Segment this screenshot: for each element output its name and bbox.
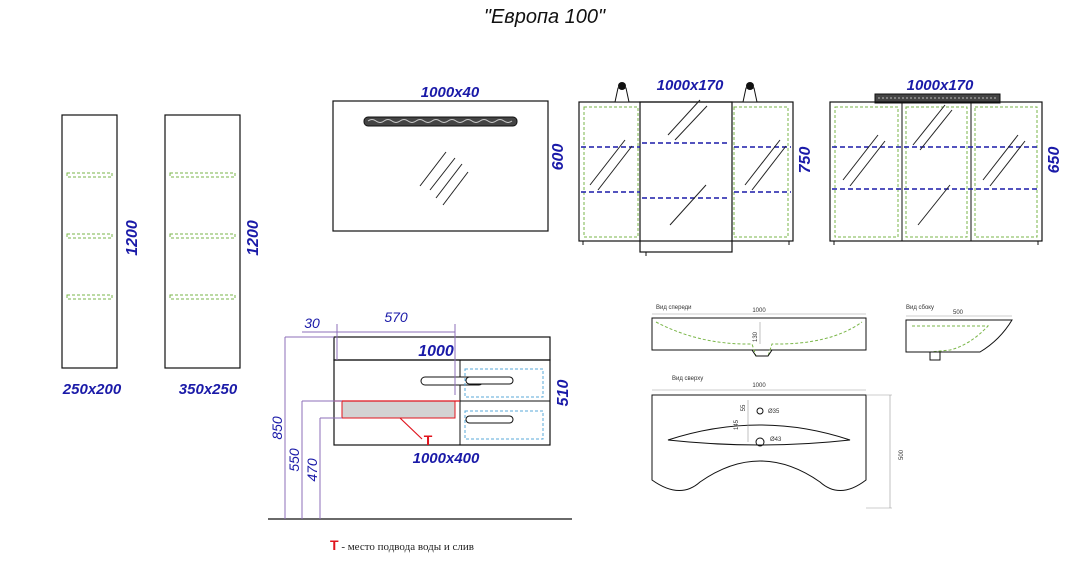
cabinet-lamps-size: 1000x170 bbox=[657, 77, 724, 94]
vanity-depth: 570 bbox=[384, 309, 408, 325]
mirror-height: 600 bbox=[550, 144, 567, 171]
basin-front-view bbox=[651, 313, 867, 357]
top-view-depth: 500 bbox=[899, 449, 905, 460]
vanity-unit bbox=[268, 324, 572, 520]
side-view-width: 500 bbox=[953, 310, 964, 316]
column-2-size: 350x250 bbox=[179, 381, 238, 398]
mirror-cabinet-lamps bbox=[578, 82, 794, 256]
cabinet-lamps-height: 750 bbox=[797, 147, 814, 174]
cabinet-strip-size: 1000x170 bbox=[907, 77, 974, 94]
mirror-cabinet-strip bbox=[829, 93, 1043, 245]
column-2-height: 1200 bbox=[245, 220, 262, 256]
distance-145: 145 bbox=[734, 419, 740, 430]
vanity-side: 510 bbox=[555, 380, 572, 407]
distance-55: 55 bbox=[741, 404, 747, 411]
basin-side-view bbox=[905, 315, 1013, 361]
mirror bbox=[332, 100, 549, 232]
vanity-size: 1000x400 bbox=[413, 450, 480, 467]
vanity-offset: 30 bbox=[304, 315, 320, 331]
front-view-width: 1000 bbox=[752, 308, 766, 314]
column-1-height: 1200 bbox=[124, 220, 141, 256]
height-470: 470 bbox=[304, 458, 320, 482]
legend-note: T - место подвода воды и слив bbox=[330, 537, 474, 553]
column-cabinet-1 bbox=[61, 114, 118, 369]
height-550: 550 bbox=[286, 448, 302, 472]
top-view-label: Вид сверху bbox=[672, 376, 703, 382]
front-view-label: Вид спереди bbox=[656, 305, 692, 311]
column-cabinet-2 bbox=[164, 114, 241, 369]
basin-top-view bbox=[651, 389, 892, 509]
page-title: "Европа 100" bbox=[483, 6, 606, 28]
hole-35-label: Ø35 bbox=[768, 409, 780, 415]
legend-marker: T bbox=[330, 537, 339, 553]
column-1-size: 250x200 bbox=[62, 381, 122, 398]
top-view-width: 1000 bbox=[752, 383, 766, 389]
front-view-depth: 130 bbox=[753, 331, 759, 342]
cabinet-strip-height: 650 bbox=[1046, 147, 1063, 174]
vanity-width: 1000 bbox=[418, 343, 454, 360]
mirror-size: 1000x40 bbox=[421, 84, 480, 101]
height-850: 850 bbox=[269, 416, 285, 440]
water-supply-marker: T bbox=[424, 432, 433, 448]
side-view-label: Вид сбоку bbox=[906, 305, 934, 311]
hole-43-label: Ø43 bbox=[770, 437, 782, 443]
legend-text: - место подвода воды и слив bbox=[338, 541, 474, 553]
